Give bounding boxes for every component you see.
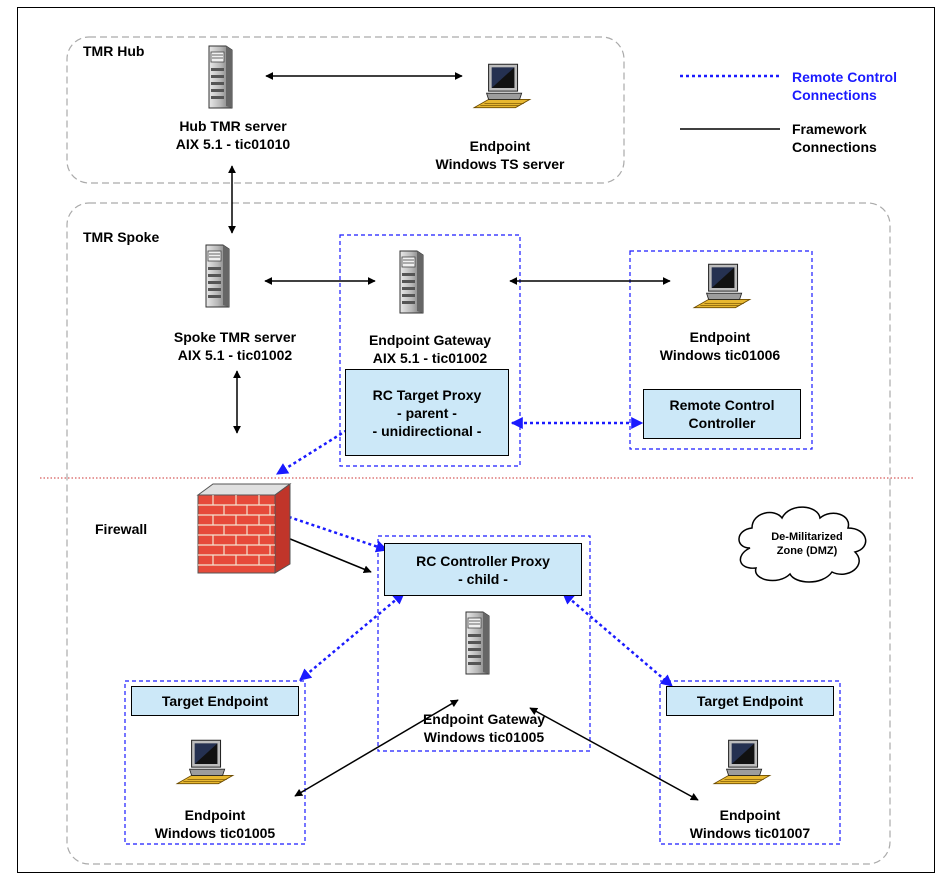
firewall-label: Firewall xyxy=(95,521,148,537)
rc-firewall-to-controller-proxy xyxy=(282,513,389,553)
target-endpoint-left-box: Target Endpoint xyxy=(131,686,299,716)
hub-server-icon xyxy=(208,45,233,109)
firewall-icon xyxy=(196,483,292,574)
conn-firewall-dmz-gateway xyxy=(277,533,372,573)
dmz-gateway-icon xyxy=(465,611,490,675)
frame-border xyxy=(17,7,935,873)
dmz-left-endpoint-icon xyxy=(176,739,234,785)
spoke-gateway-icon xyxy=(399,250,424,314)
rc-controller-proxy-right-target xyxy=(562,592,673,687)
spoke-gateway-group xyxy=(339,234,521,467)
dmz-cloud-icon xyxy=(738,506,867,583)
rc-controller-proxy-left-target xyxy=(299,592,405,681)
conn-dmz-gateway-left-endpoint xyxy=(294,699,459,797)
spoke-endpoint-icon xyxy=(693,263,751,309)
rc-target-proxy-to-firewall xyxy=(275,425,353,476)
dmz-gateway-group xyxy=(377,535,591,752)
zone-label-spoke: TMR Spoke xyxy=(83,229,160,245)
spoke-endpoint-group xyxy=(629,250,813,450)
spoke-server-icon xyxy=(205,244,230,308)
tmr-spoke-zone xyxy=(66,202,891,865)
conn-dmz-gateway-right-endpoint xyxy=(529,707,699,801)
rc-target-proxy-box: RC Target Proxy- parent -- unidirectiona… xyxy=(345,369,509,456)
dmz-right-endpoint-icon xyxy=(713,739,771,785)
tmr-hub-zone xyxy=(66,36,625,184)
target-endpoint-right-box: Target Endpoint xyxy=(666,686,834,716)
rc-controller-proxy-box: RC Controller Proxy- child - xyxy=(384,543,582,596)
zone-label-hub: TMR Hub xyxy=(83,43,145,59)
hub-endpoint-icon xyxy=(473,63,531,109)
